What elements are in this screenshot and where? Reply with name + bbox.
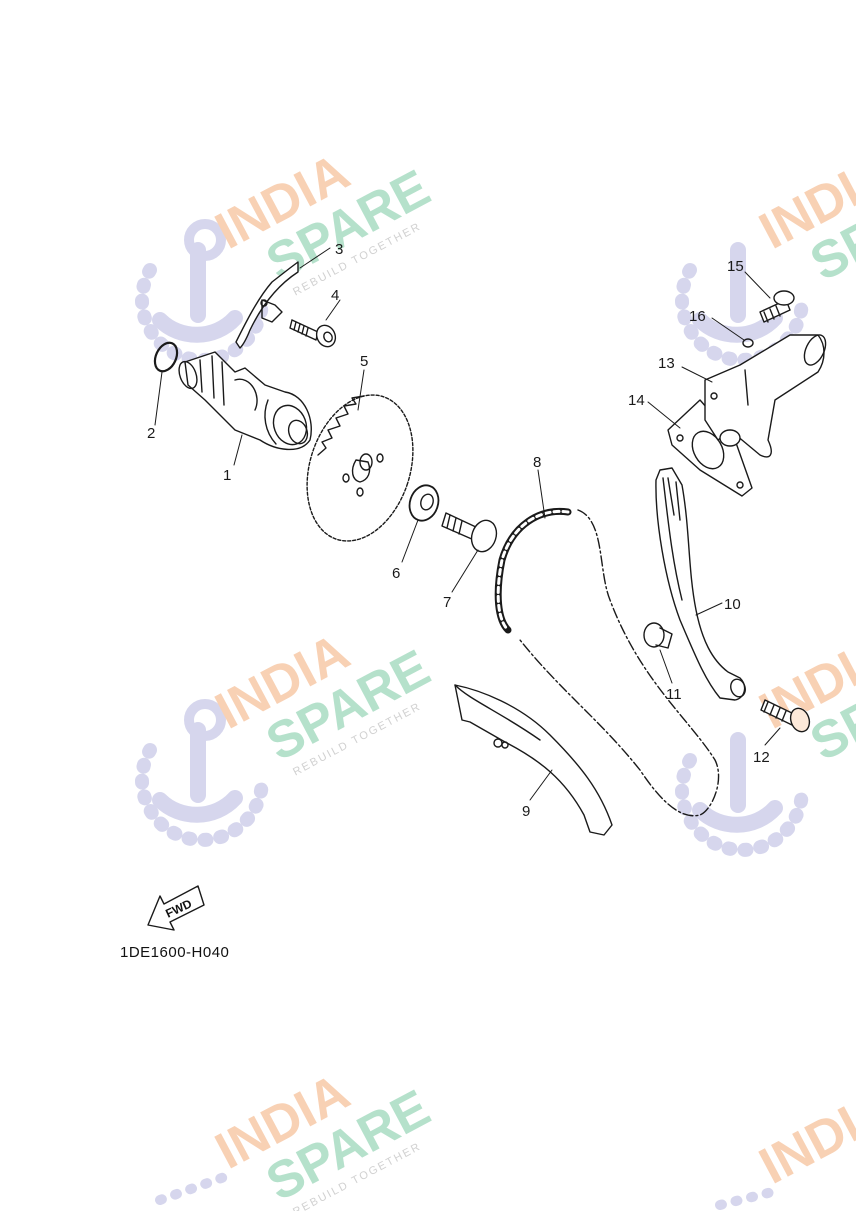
callout-9: 9 bbox=[522, 803, 530, 820]
watermark-mid-right: INDIA SPARE bbox=[675, 623, 856, 857]
callout-12: 12 bbox=[753, 749, 770, 766]
wrench-logo-icon bbox=[675, 732, 809, 857]
callout-1: 1 bbox=[223, 467, 231, 484]
bolt-7 bbox=[441, 512, 498, 553]
retainer-plate bbox=[235, 261, 299, 349]
callout-15: 15 bbox=[727, 258, 744, 275]
callout-13: 13 bbox=[658, 355, 675, 372]
washer bbox=[408, 484, 440, 522]
callout-6: 6 bbox=[392, 565, 400, 582]
bolt-4 bbox=[289, 319, 337, 348]
wrench-logo-icon bbox=[675, 242, 809, 367]
callout-8: 8 bbox=[533, 454, 541, 471]
watermark-top-left: INDIA SPARE REBUILD TOGETHER bbox=[135, 143, 439, 367]
watermark-mid-left: INDIA SPARE REBUILD TOGETHER bbox=[135, 623, 439, 847]
callout-2: 2 bbox=[147, 425, 155, 442]
callout-10: 10 bbox=[724, 596, 741, 613]
camshaft bbox=[178, 351, 312, 451]
tensioner-body bbox=[704, 334, 827, 458]
watermark-bottom-left: INDIA SPARE REBUILD TOGETHER bbox=[155, 1063, 439, 1211]
callout-3: 3 bbox=[335, 241, 343, 258]
collar bbox=[643, 622, 673, 649]
chain-guide bbox=[454, 684, 613, 836]
cam-sprocket bbox=[306, 394, 414, 542]
bolt-15 bbox=[759, 290, 795, 323]
callout-numbers: 1 2 3 4 5 6 7 8 9 10 11 12 13 14 15 16 bbox=[147, 241, 770, 820]
watermark-top-right: INDIA SPARE bbox=[675, 143, 856, 367]
small-washer bbox=[742, 338, 754, 348]
callout-4: 4 bbox=[331, 287, 339, 304]
fwd-arrow-icon: FWD bbox=[147, 885, 205, 931]
watermark-line1: INDIA bbox=[750, 1078, 856, 1196]
wrench-logo-icon bbox=[135, 699, 269, 847]
wrench-logo-icon bbox=[135, 219, 269, 367]
diagram-code: 1DE1600-H040 bbox=[120, 944, 229, 961]
bolt-12 bbox=[760, 699, 811, 733]
callout-5: 5 bbox=[360, 353, 368, 370]
callout-7: 7 bbox=[443, 594, 451, 611]
o-ring bbox=[153, 341, 179, 373]
tensioner-arm bbox=[655, 467, 746, 701]
callout-14: 14 bbox=[628, 392, 645, 409]
callout-16: 16 bbox=[689, 308, 706, 325]
leader-lines bbox=[154, 247, 781, 801]
callout-11: 11 bbox=[666, 686, 682, 703]
watermark-bottom-right: INDIA bbox=[715, 1078, 856, 1210]
